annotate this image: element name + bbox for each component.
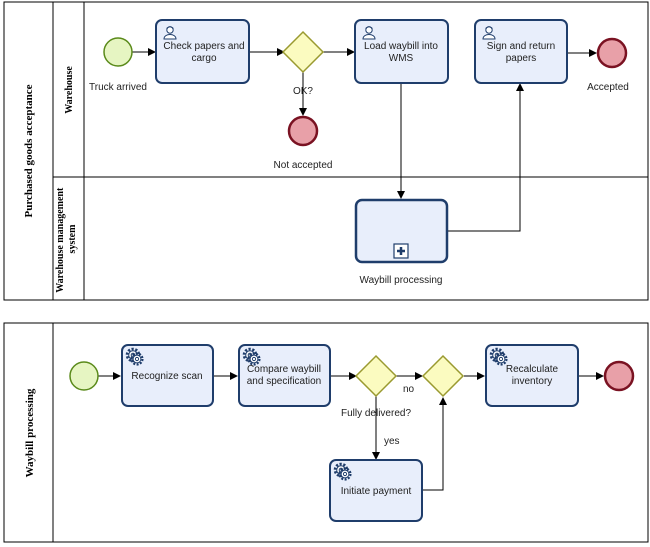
flow-label-no: no bbox=[403, 384, 415, 395]
end-event-accepted[interactable] bbox=[596, 37, 628, 69]
task-recognize-scan-label: Recognize scan bbox=[131, 371, 202, 382]
start-event-2[interactable] bbox=[69, 361, 99, 391]
gateway-merge[interactable] bbox=[421, 354, 465, 398]
pool2-label: Waybill processing bbox=[24, 388, 36, 477]
pool1-flows bbox=[132, 48, 597, 232]
end-event-2[interactable] bbox=[603, 360, 635, 392]
subprocess-label: Waybill processing bbox=[360, 275, 443, 286]
start-event-label: Truck arrived bbox=[89, 82, 147, 93]
end-event-not-accepted-label: Not accepted bbox=[274, 160, 333, 171]
pool2-flows bbox=[98, 372, 604, 491]
task-initiate-payment-label: Initiate payment bbox=[341, 486, 412, 497]
end-event-accepted-label: Accepted bbox=[587, 82, 629, 93]
pool-label: Purchased goods acceptance bbox=[23, 84, 35, 217]
start-event-truck-arrived[interactable] bbox=[103, 37, 133, 67]
task-recalculate-inventory[interactable] bbox=[485, 344, 579, 407]
lane-label-wms-line2: system bbox=[67, 224, 78, 254]
gateway-ok-label: OK? bbox=[293, 86, 313, 97]
end-event-not-accepted[interactable] bbox=[287, 115, 319, 147]
flow-subprocess-to-sign bbox=[448, 83, 524, 232]
task-compare-waybill[interactable] bbox=[238, 344, 331, 407]
task-check-papers[interactable] bbox=[155, 19, 250, 84]
gateway-fully-delivered-label: Fully delivered? bbox=[341, 408, 411, 419]
task-sign-return[interactable] bbox=[474, 19, 568, 84]
gateway-ok[interactable] bbox=[281, 30, 325, 74]
subprocess-waybill-processing[interactable] bbox=[354, 198, 449, 264]
flow-label-yes: yes bbox=[384, 436, 400, 447]
plus-icon bbox=[393, 243, 409, 259]
flow-payment-to-merge bbox=[422, 397, 447, 491]
lane-label-wms: Warehouse management system bbox=[55, 185, 78, 293]
lane-label-wms-line1: Warehouse management bbox=[55, 187, 66, 293]
task-initiate-payment[interactable] bbox=[329, 459, 423, 522]
gateway-fully-delivered[interactable] bbox=[354, 354, 398, 398]
lane-label-warehouse: Warehouse bbox=[64, 66, 75, 114]
task-load-waybill[interactable] bbox=[354, 19, 449, 84]
task-recognize-scan[interactable] bbox=[121, 344, 214, 407]
